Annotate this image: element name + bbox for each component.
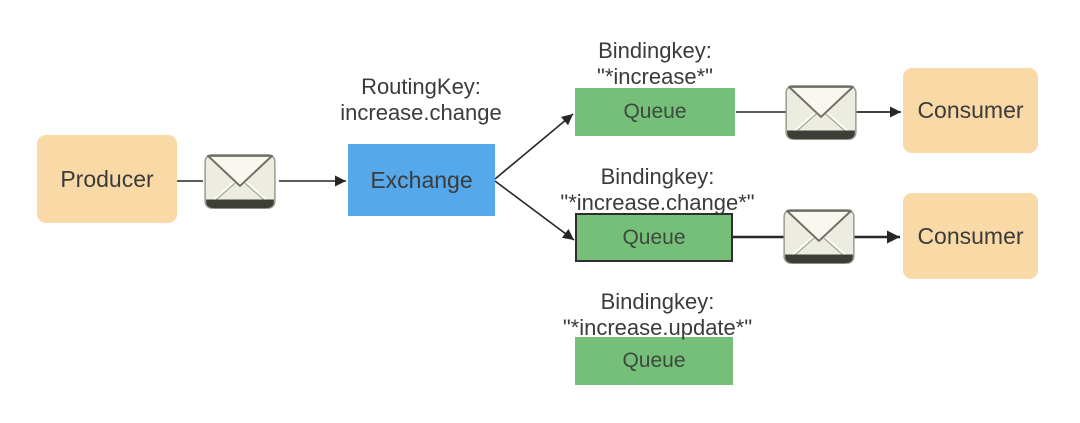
queue-middle-node: Queue: [575, 213, 733, 262]
binding-key-middle-line1: Bindingkey:: [600, 164, 715, 189]
queue-top-node: Queue: [575, 88, 735, 136]
exchange-node: Exchange: [348, 144, 495, 216]
consumer-middle-label: Consumer: [917, 222, 1024, 249]
binding-key-bottom-line1: Bindingkey:: [600, 289, 715, 314]
routing-key-line2: increase.change: [340, 100, 502, 125]
binding-key-middle-label: Bindingkey: "*increase.change*": [525, 164, 790, 216]
binding-key-bottom-line2: "*increase.update*": [562, 315, 753, 340]
message-envelope-icon: [204, 154, 276, 209]
consumer-top-label: Consumer: [917, 97, 1024, 123]
queue-bottom-label: Queue: [622, 349, 686, 372]
queue-middle-label: Queue: [622, 225, 686, 249]
envelope-queue-top-to-consumer: [784, 83, 858, 150]
message-envelope-icon: [785, 85, 857, 140]
queue-top-label: Queue: [623, 100, 687, 123]
exchange-label: Exchange: [370, 166, 473, 193]
binding-key-top-label: Bindingkey: "*increase*": [530, 38, 780, 90]
routing-key-label: RoutingKey: increase.change: [286, 74, 556, 126]
consumer-top-node: Consumer: [903, 68, 1038, 153]
connector-exchange-to-queue-middle-arrow: [494, 180, 575, 241]
routing-key-line1: RoutingKey:: [361, 74, 481, 99]
binding-key-top-line2: "*increase*": [597, 64, 713, 89]
message-envelope-icon: [783, 209, 855, 264]
producer-node: Producer: [37, 135, 177, 223]
binding-key-bottom-label: Bindingkey: "*increase.update*": [525, 289, 790, 341]
producer-label: Producer: [60, 165, 154, 192]
binding-key-top-line1: Bindingkey:: [598, 38, 712, 63]
queue-bottom-node: Queue: [575, 337, 733, 385]
envelope-queue-middle-to-consumer: [782, 207, 856, 274]
connector-exchange-to-queue-top-arrow: [494, 113, 574, 180]
binding-key-middle-line2: "*increase.change*": [560, 190, 755, 215]
envelope-producer-to-exchange: [203, 152, 277, 219]
consumer-middle-node: Consumer: [903, 193, 1038, 279]
